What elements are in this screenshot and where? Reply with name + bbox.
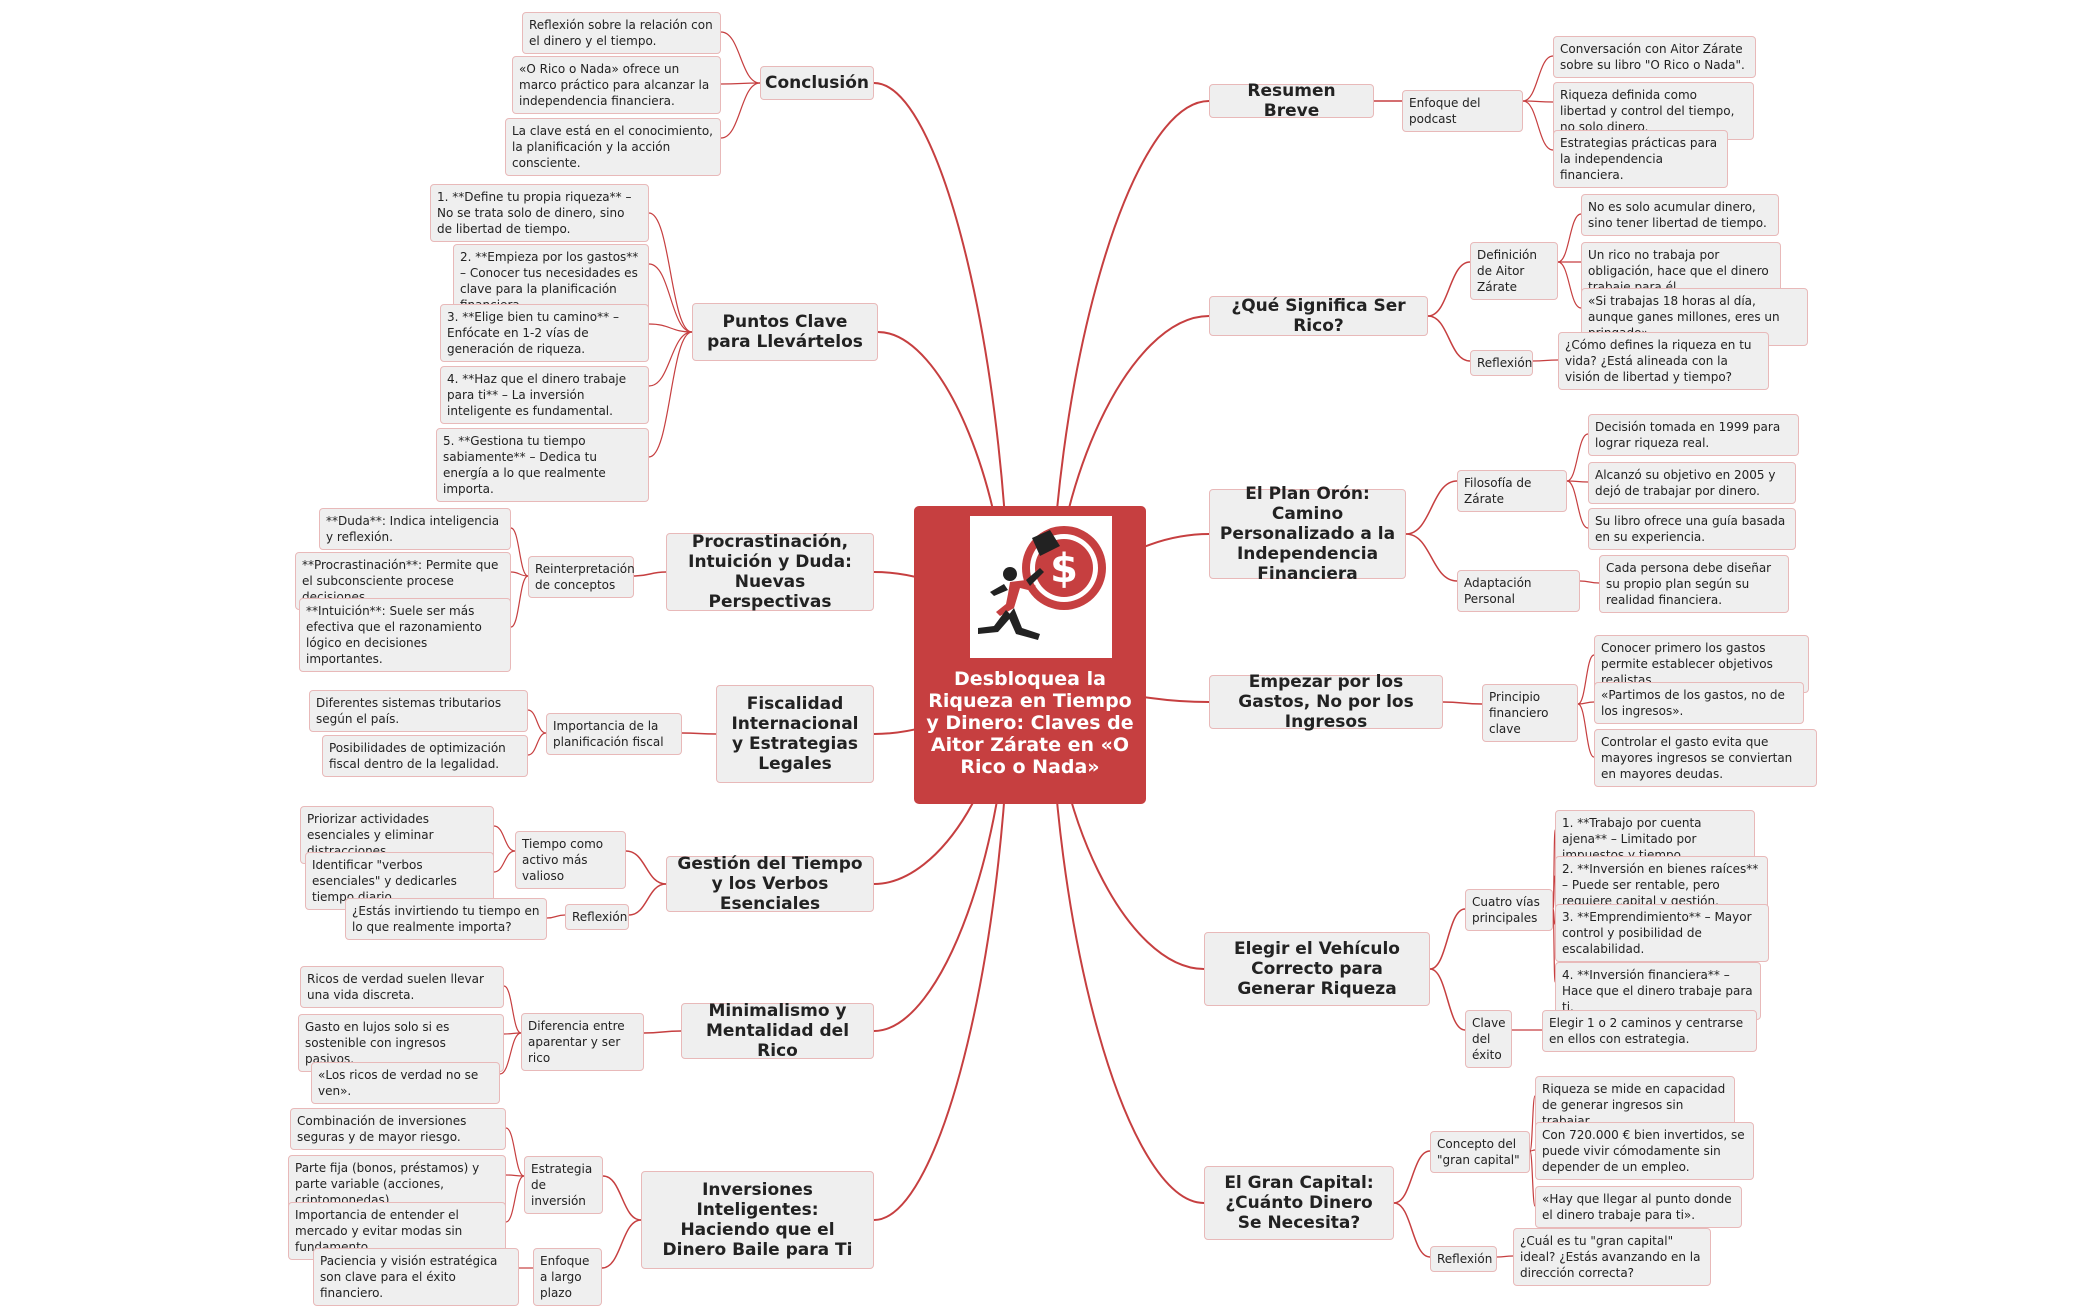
topic-procrastinacion-intuicion-y-duda-nuevas-[interactable]: Procrastinación, Intuición y Duda: Nueva… — [666, 532, 874, 612]
central-topic-title: Desbloquea la Riqueza en Tiempo y Dinero… — [926, 668, 1134, 778]
detail-item[interactable]: ¿Estás invirtiendo tu tiempo en lo que r… — [345, 898, 547, 940]
detail-item[interactable]: No es solo acumular dinero, sino tener l… — [1581, 194, 1779, 236]
topic-elegir-el-vehiculo-correcto-para-generar-label: Elegir el Vehículo Correcto para Generar… — [1234, 939, 1400, 999]
topic-resumen-breve[interactable]: Resumen Breve — [1209, 81, 1374, 121]
subtopic-enfoque-a-largo-plazo[interactable]: Enfoque a largo plazo — [533, 1248, 602, 1306]
detail-item[interactable]: Cada persona debe diseñar su propio plan… — [1599, 555, 1789, 613]
subtopic-definicion-de-aitor-zarate[interactable]: Definición de Aitor Zárate — [1470, 242, 1558, 300]
topic-resumen-breve-label: Resumen Breve — [1247, 81, 1336, 121]
detail-item[interactable]: Posibilidades de optimización fiscal den… — [322, 735, 528, 777]
topic-empezar-por-los-gastos-no-por-los-ingres[interactable]: Empezar por los Gastos, No por los Ingre… — [1209, 672, 1443, 732]
detail-item[interactable]: Decisión tomada en 1999 para lograr riqu… — [1588, 414, 1799, 456]
topic-inversiones-inteligentes-haciendo-que-el[interactable]: Inversiones Inteligentes: Haciendo que e… — [641, 1171, 874, 1269]
detail-item[interactable]: Alcanzó su objetivo en 2005 y dejó de tr… — [1588, 462, 1796, 504]
detail-item[interactable]: Su libro ofrece una guía basada en su ex… — [1588, 508, 1796, 550]
topic-el-gran-capital-cuanto-dinero-se-necesit-label: El Gran Capital: ¿Cuánto Dinero Se Neces… — [1224, 1173, 1374, 1233]
detail-item[interactable]: Elegir 1 o 2 caminos y centrarse en ello… — [1542, 1010, 1757, 1052]
detail-item[interactable]: 1. **Define tu propia riqueza** – No se … — [430, 184, 649, 242]
topic-que-significa-ser-rico[interactable]: ¿Qué Significa Ser Rico? — [1209, 296, 1428, 336]
detail-item[interactable]: Paciencia y visión estratégica son clave… — [313, 1248, 519, 1306]
central-topic[interactable]: $ Desbloquea la Riqueza en Tiempo y Dine… — [914, 506, 1146, 804]
detail-item[interactable]: La clave está en el conocimiento, la pla… — [505, 118, 721, 176]
detail-item[interactable]: 5. **Gestiona tu tiempo sabiamente** – D… — [436, 428, 649, 502]
topic-gestion-del-tiempo-y-los-verbos-esencial[interactable]: Gestión del Tiempo y los Verbos Esencial… — [666, 854, 874, 914]
detail-item[interactable]: ¿Cuál es tu "gran capital" ideal? ¿Estás… — [1513, 1228, 1711, 1286]
detail-item[interactable]: 3. **Elige bien tu camino** – Enfócate e… — [440, 304, 649, 362]
detail-item[interactable]: ¿Cómo defines la riqueza en tu vida? ¿Es… — [1558, 332, 1769, 390]
detail-item[interactable]: Combinación de inversiones seguras y de … — [290, 1108, 506, 1150]
detail-item[interactable]: «Partimos de los gastos, no de los ingre… — [1594, 682, 1804, 724]
topic-el-plan-oron-camino-personalizado-a-la-i-label: El Plan Orón: Camino Personalizado a la … — [1219, 484, 1396, 584]
topic-minimalismo-y-mentalidad-del-rico[interactable]: Minimalismo y Mentalidad del Rico — [681, 1001, 874, 1061]
topic-empezar-por-los-gastos-no-por-los-ingres-label: Empezar por los Gastos, No por los Ingre… — [1238, 672, 1414, 732]
subtopic-tiempo-como-activo-mas-valioso[interactable]: Tiempo como activo más valioso — [515, 831, 626, 889]
subtopic-importancia-de-la-planificacion-fiscal[interactable]: Importancia de la planificación fiscal — [546, 713, 682, 755]
running-man-dollar-coin-icon: $ — [970, 516, 1112, 658]
subtopic-cuatro-vias-principales[interactable]: Cuatro vías principales — [1465, 889, 1553, 931]
topic-puntos-clave-para-llevartelos[interactable]: Puntos Clave para Llevártelos — [692, 303, 878, 361]
topic-conclusion-label: Conclusión — [765, 73, 869, 93]
detail-item[interactable]: Ricos de verdad suelen llevar una vida d… — [300, 966, 504, 1008]
topic-puntos-clave-para-llevartelos-label: Puntos Clave para Llevártelos — [707, 312, 863, 352]
detail-item[interactable]: «O Rico o Nada» ofrece un marco práctico… — [512, 56, 721, 114]
detail-item[interactable]: **Duda**: Indica inteligencia y reflexió… — [319, 508, 511, 550]
subtopic-adaptacion-personal[interactable]: Adaptación Personal — [1457, 570, 1580, 612]
topic-el-plan-oron-camino-personalizado-a-la-i[interactable]: El Plan Orón: Camino Personalizado a la … — [1209, 484, 1406, 584]
svg-text:$: $ — [1050, 546, 1078, 592]
topic-que-significa-ser-rico-label: ¿Qué Significa Ser Rico? — [1231, 296, 1406, 336]
detail-item[interactable]: 3. **Emprendimiento** – Mayor control y … — [1555, 904, 1769, 962]
detail-item[interactable]: «Hay que llegar al punto donde el dinero… — [1535, 1186, 1742, 1228]
topic-fiscalidad-internacional-y-estrategias-l-label: Fiscalidad Internacional y Estrategias L… — [731, 694, 859, 774]
subtopic-reflexion[interactable]: Reflexión — [1430, 1246, 1497, 1272]
topic-procrastinacion-intuicion-y-duda-nuevas--label: Procrastinación, Intuición y Duda: Nueva… — [688, 532, 852, 612]
detail-item[interactable]: 4. **Haz que el dinero trabaje para ti**… — [440, 366, 649, 424]
topic-minimalismo-y-mentalidad-del-rico-label: Minimalismo y Mentalidad del Rico — [705, 1001, 850, 1061]
detail-item[interactable]: Controlar el gasto evita que mayores ing… — [1594, 729, 1817, 787]
detail-item[interactable]: Estrategias prácticas para la independen… — [1553, 130, 1728, 188]
topic-gestion-del-tiempo-y-los-verbos-esencial-label: Gestión del Tiempo y los Verbos Esencial… — [677, 854, 863, 914]
detail-item[interactable]: **Intuición**: Suele ser más efectiva qu… — [299, 598, 511, 672]
subtopic-principio-financiero-clave[interactable]: Principio financiero clave — [1482, 684, 1578, 742]
subtopic-reflexion[interactable]: Reflexión — [1470, 350, 1533, 376]
detail-item[interactable]: Reflexión sobre la relación con el diner… — [522, 12, 721, 54]
detail-item[interactable]: Conversación con Aitor Zárate sobre su l… — [1553, 36, 1756, 78]
subtopic-reinterpretacion-de-conceptos[interactable]: Reinterpretación de conceptos — [528, 556, 635, 598]
subtopic-filosofia-de-zarate[interactable]: Filosofía de Zárate — [1457, 470, 1567, 512]
topic-fiscalidad-internacional-y-estrategias-l[interactable]: Fiscalidad Internacional y Estrategias L… — [716, 685, 874, 783]
detail-item[interactable]: Con 720.000 € bien invertidos, se puede … — [1535, 1122, 1754, 1180]
subtopic-concepto-del-gran-capital[interactable]: Concepto del "gran capital" — [1430, 1131, 1530, 1173]
subtopic-reflexion[interactable]: Reflexión — [565, 904, 629, 930]
detail-item[interactable]: «Los ricos de verdad no se ven». — [311, 1062, 500, 1104]
subtopic-estrategia-de-inversion[interactable]: Estrategia de inversión — [524, 1156, 603, 1214]
topic-el-gran-capital-cuanto-dinero-se-necesit[interactable]: El Gran Capital: ¿Cuánto Dinero Se Neces… — [1204, 1166, 1394, 1240]
topic-elegir-el-vehiculo-correcto-para-generar[interactable]: Elegir el Vehículo Correcto para Generar… — [1204, 932, 1430, 1006]
topic-inversiones-inteligentes-haciendo-que-el-label: Inversiones Inteligentes: Haciendo que e… — [662, 1180, 853, 1260]
subtopic-enfoque-del-podcast[interactable]: Enfoque del podcast — [1402, 90, 1523, 132]
topic-conclusion[interactable]: Conclusión — [760, 66, 874, 100]
detail-item[interactable]: Un rico no trabaja por obligación, hace … — [1581, 242, 1781, 300]
detail-item[interactable]: Diferentes sistemas tributarios según el… — [309, 690, 528, 732]
subtopic-clave-del-exito[interactable]: Clave del éxito — [1465, 1010, 1512, 1068]
subtopic-diferencia-entre-aparentar-y-ser-rico[interactable]: Diferencia entre aparentar y ser rico — [521, 1013, 644, 1071]
